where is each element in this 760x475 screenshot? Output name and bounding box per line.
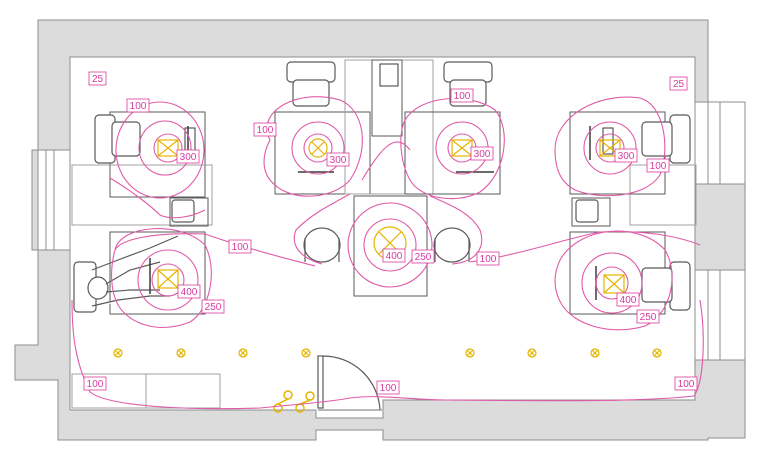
desk-bottom-left (109, 231, 206, 315)
svg-text:100: 100 (678, 379, 695, 390)
lux-labels: 25 25 100 300 100 300 300 100 300 100 10… (83, 71, 698, 395)
lamp-symbol (603, 274, 625, 294)
svg-text:400: 400 (181, 287, 198, 298)
chair-small-left (171, 199, 195, 223)
svg-text:250: 250 (415, 252, 432, 263)
svg-text:400: 400 (620, 295, 637, 306)
lux-label: 300 (614, 148, 638, 163)
lux-label: 100 (450, 88, 474, 103)
lux-label: 300 (326, 152, 350, 167)
svg-text:25: 25 (673, 79, 685, 90)
chair-center-right (433, 227, 471, 263)
monitors (149, 63, 614, 300)
lux-label: 100 (126, 98, 150, 113)
lux-label: 250 (636, 309, 660, 324)
svg-text:100: 100 (454, 91, 471, 102)
lux-label: 100 (253, 122, 277, 137)
svg-text:250: 250 (205, 302, 222, 313)
lamp-symbol (157, 269, 179, 289)
svg-text:100: 100 (130, 101, 147, 112)
lux-label: 100 (476, 251, 500, 266)
lamp-symbol (157, 139, 179, 157)
lux-label: 100 (83, 376, 107, 391)
floor-plant (273, 390, 315, 413)
lux-label: 250 (411, 249, 435, 264)
left-window (37, 149, 71, 251)
lamp-symbol (308, 138, 328, 158)
svg-text:300: 300 (330, 155, 347, 166)
svg-text:300: 300 (474, 149, 491, 160)
chair-right-top (641, 114, 691, 164)
svg-text:100: 100 (650, 161, 667, 172)
svg-text:300: 300 (180, 152, 197, 163)
svg-text:300: 300 (618, 151, 635, 162)
svg-text:100: 100 (257, 125, 274, 136)
lux-label: 400 (177, 284, 201, 299)
lux-label: 100 (228, 239, 252, 254)
downlight-row (113, 348, 662, 358)
lamp-symbol (451, 139, 473, 157)
chairs (94, 61, 691, 311)
lux-label: 100 (674, 376, 698, 391)
lux-label: 25 (88, 71, 107, 86)
chair-right-bottom (641, 261, 691, 311)
lux-label: 100 (646, 158, 670, 173)
desk-top-center-left (274, 111, 371, 195)
svg-text:400: 400 (386, 251, 403, 262)
seated-person (73, 235, 179, 313)
lamps (113, 138, 662, 358)
svg-text:25: 25 (92, 74, 104, 85)
desk-top-center-right (404, 111, 501, 195)
svg-text:250: 250 (640, 312, 657, 323)
svg-text:100: 100 (480, 254, 497, 265)
meeting-table (353, 195, 428, 297)
right-windows (694, 101, 746, 361)
furniture (71, 59, 697, 409)
lux-label: 100 (376, 380, 400, 395)
chair-small-right (575, 199, 599, 223)
lux-label: 250 (201, 299, 225, 314)
svg-text:100: 100 (380, 383, 397, 394)
lux-label: 300 (470, 146, 494, 161)
svg-text:100: 100 (87, 379, 104, 390)
lux-label: 25 (669, 76, 688, 91)
svg-text:100: 100 (232, 242, 249, 253)
chair-top-center-left (286, 61, 336, 107)
lux-label: 400 (382, 248, 406, 263)
lux-label: 400 (616, 292, 640, 307)
lux-label: 300 (176, 149, 200, 164)
entrance-door (317, 355, 382, 411)
chair-center-left (303, 227, 341, 263)
